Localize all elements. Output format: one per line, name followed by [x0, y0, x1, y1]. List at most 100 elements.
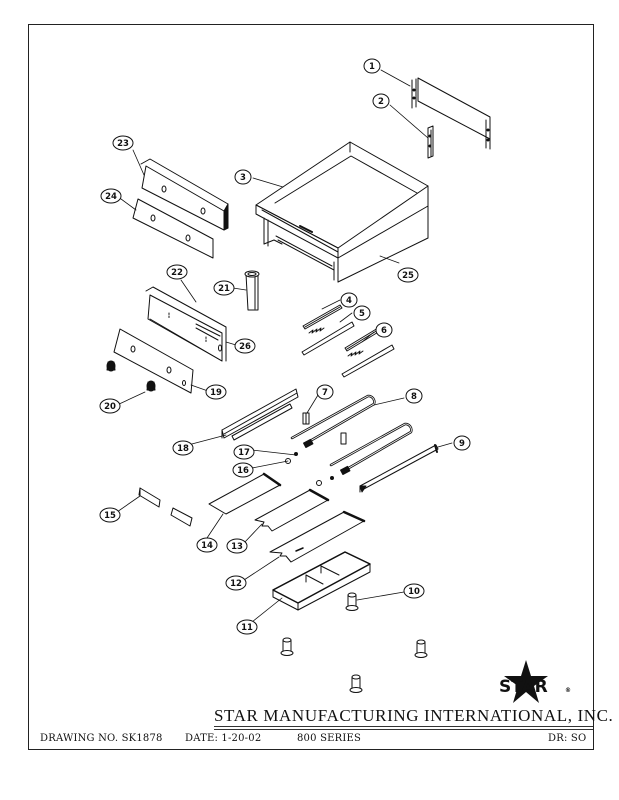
part-15-heat-shield	[138, 487, 193, 527]
callout-bubble	[213, 280, 235, 296]
callout-bubble	[225, 575, 247, 591]
callout-bubble	[172, 440, 194, 456]
callout-bubble	[405, 388, 423, 404]
callout-20: 20	[99, 398, 121, 414]
callout-label: 24	[105, 192, 117, 202]
part-25-griddle-base	[263, 185, 429, 283]
leader-lines	[116, 69, 453, 623]
part-2-bracket	[427, 125, 434, 159]
callout-label: 18	[177, 444, 189, 454]
part-24-panel	[132, 198, 214, 259]
callout-bubble	[353, 305, 371, 321]
part-23-panel	[140, 158, 229, 231]
callout-label: 22	[171, 268, 183, 278]
callout-label: 23	[117, 139, 129, 149]
callout-bubble	[112, 135, 134, 151]
part-5-rod	[301, 321, 355, 356]
part-6-burner	[341, 327, 395, 378]
drawing-date: DATE: 1-20-02	[185, 733, 262, 744]
callout-21: 21	[213, 280, 235, 296]
callout-label: 5	[359, 309, 365, 319]
part-8-u-burner	[290, 394, 413, 476]
callout-11: 11	[236, 619, 258, 635]
part-1-back-splash	[411, 77, 491, 150]
callout-label: 12	[230, 579, 242, 589]
drafter-label: DR: SO	[548, 733, 587, 744]
callout-1: 1	[363, 58, 381, 74]
callout-15: 15	[99, 507, 121, 523]
callout-bubble	[233, 444, 255, 460]
callout-bubble	[234, 169, 252, 185]
part-11-grease-tray	[272, 551, 371, 611]
part-20-knob	[106, 360, 156, 392]
callout-bubble	[232, 462, 254, 478]
part-16-fitting	[285, 458, 322, 486]
part-10-foot	[280, 592, 428, 693]
callout-2: 2	[372, 93, 390, 109]
callout-18: 18	[172, 440, 194, 456]
callout-bubble	[375, 322, 393, 338]
callout-label: 1	[369, 62, 375, 72]
callout-bubble	[453, 435, 471, 451]
callout-bubble	[100, 188, 122, 204]
callout-24: 24	[100, 188, 122, 204]
callout-bubble	[372, 93, 390, 109]
callout-12: 12	[225, 575, 247, 591]
callout-8: 8	[405, 388, 423, 404]
part-17-nut	[294, 452, 334, 480]
part-21-tube	[244, 270, 260, 311]
series-label: 800 SERIES	[297, 733, 362, 744]
callout-label: 15	[104, 511, 116, 521]
callout-bubble	[236, 619, 258, 635]
callout-label: 19	[210, 388, 222, 398]
callout-label: 10	[408, 587, 420, 597]
callout-25: 25	[397, 267, 419, 283]
callout-17: 17	[233, 444, 255, 460]
callout-label: 6	[381, 326, 387, 336]
callout-23: 23	[112, 135, 134, 151]
callout-bubble	[166, 264, 188, 280]
callout-13: 13	[226, 538, 248, 554]
callout-label: 26	[239, 342, 251, 352]
callout-4: 4	[340, 292, 358, 308]
callout-bubble	[363, 58, 381, 74]
company-underline	[214, 726, 593, 727]
callout-label: 20	[104, 402, 116, 412]
callout-label: 9	[459, 439, 465, 449]
part-14-plate	[208, 472, 282, 515]
logo-text: STAR	[499, 677, 548, 697]
callout-label: 2	[378, 97, 384, 107]
part-19-front-plate	[113, 328, 194, 394]
registered-mark: ®	[565, 687, 571, 694]
callout-10: 10	[403, 583, 425, 599]
callout-bubble	[340, 292, 358, 308]
callout-bubble	[226, 538, 248, 554]
drawing-number: DRAWING NO. SK1878	[40, 733, 163, 744]
part-13-plate	[254, 488, 330, 532]
callout-bubble	[196, 537, 218, 553]
part-7-clip	[302, 412, 347, 445]
callout-bubble	[99, 507, 121, 523]
callout-label: 21	[218, 284, 230, 294]
company-underline-double	[214, 729, 593, 730]
callout-bubble	[397, 267, 419, 283]
callout-bubble	[99, 398, 121, 414]
callout-label: 14	[201, 541, 213, 551]
part-3-griddle-top	[255, 141, 429, 259]
callout-label: 17	[238, 448, 250, 458]
callout-bubble	[403, 583, 425, 599]
part-18-channel	[221, 388, 299, 441]
callout-bubble	[316, 384, 334, 400]
callout-3: 3	[234, 169, 252, 185]
part-12-plate	[269, 510, 366, 563]
callout-5: 5	[353, 305, 371, 321]
callout-label: 25	[402, 271, 414, 281]
callout-9: 9	[453, 435, 471, 451]
callout-label: 4	[346, 296, 352, 306]
callout-label: 13	[231, 542, 243, 552]
callout-label: 3	[240, 173, 246, 183]
callout-16: 16	[232, 462, 254, 478]
part-4-burner	[302, 304, 343, 334]
